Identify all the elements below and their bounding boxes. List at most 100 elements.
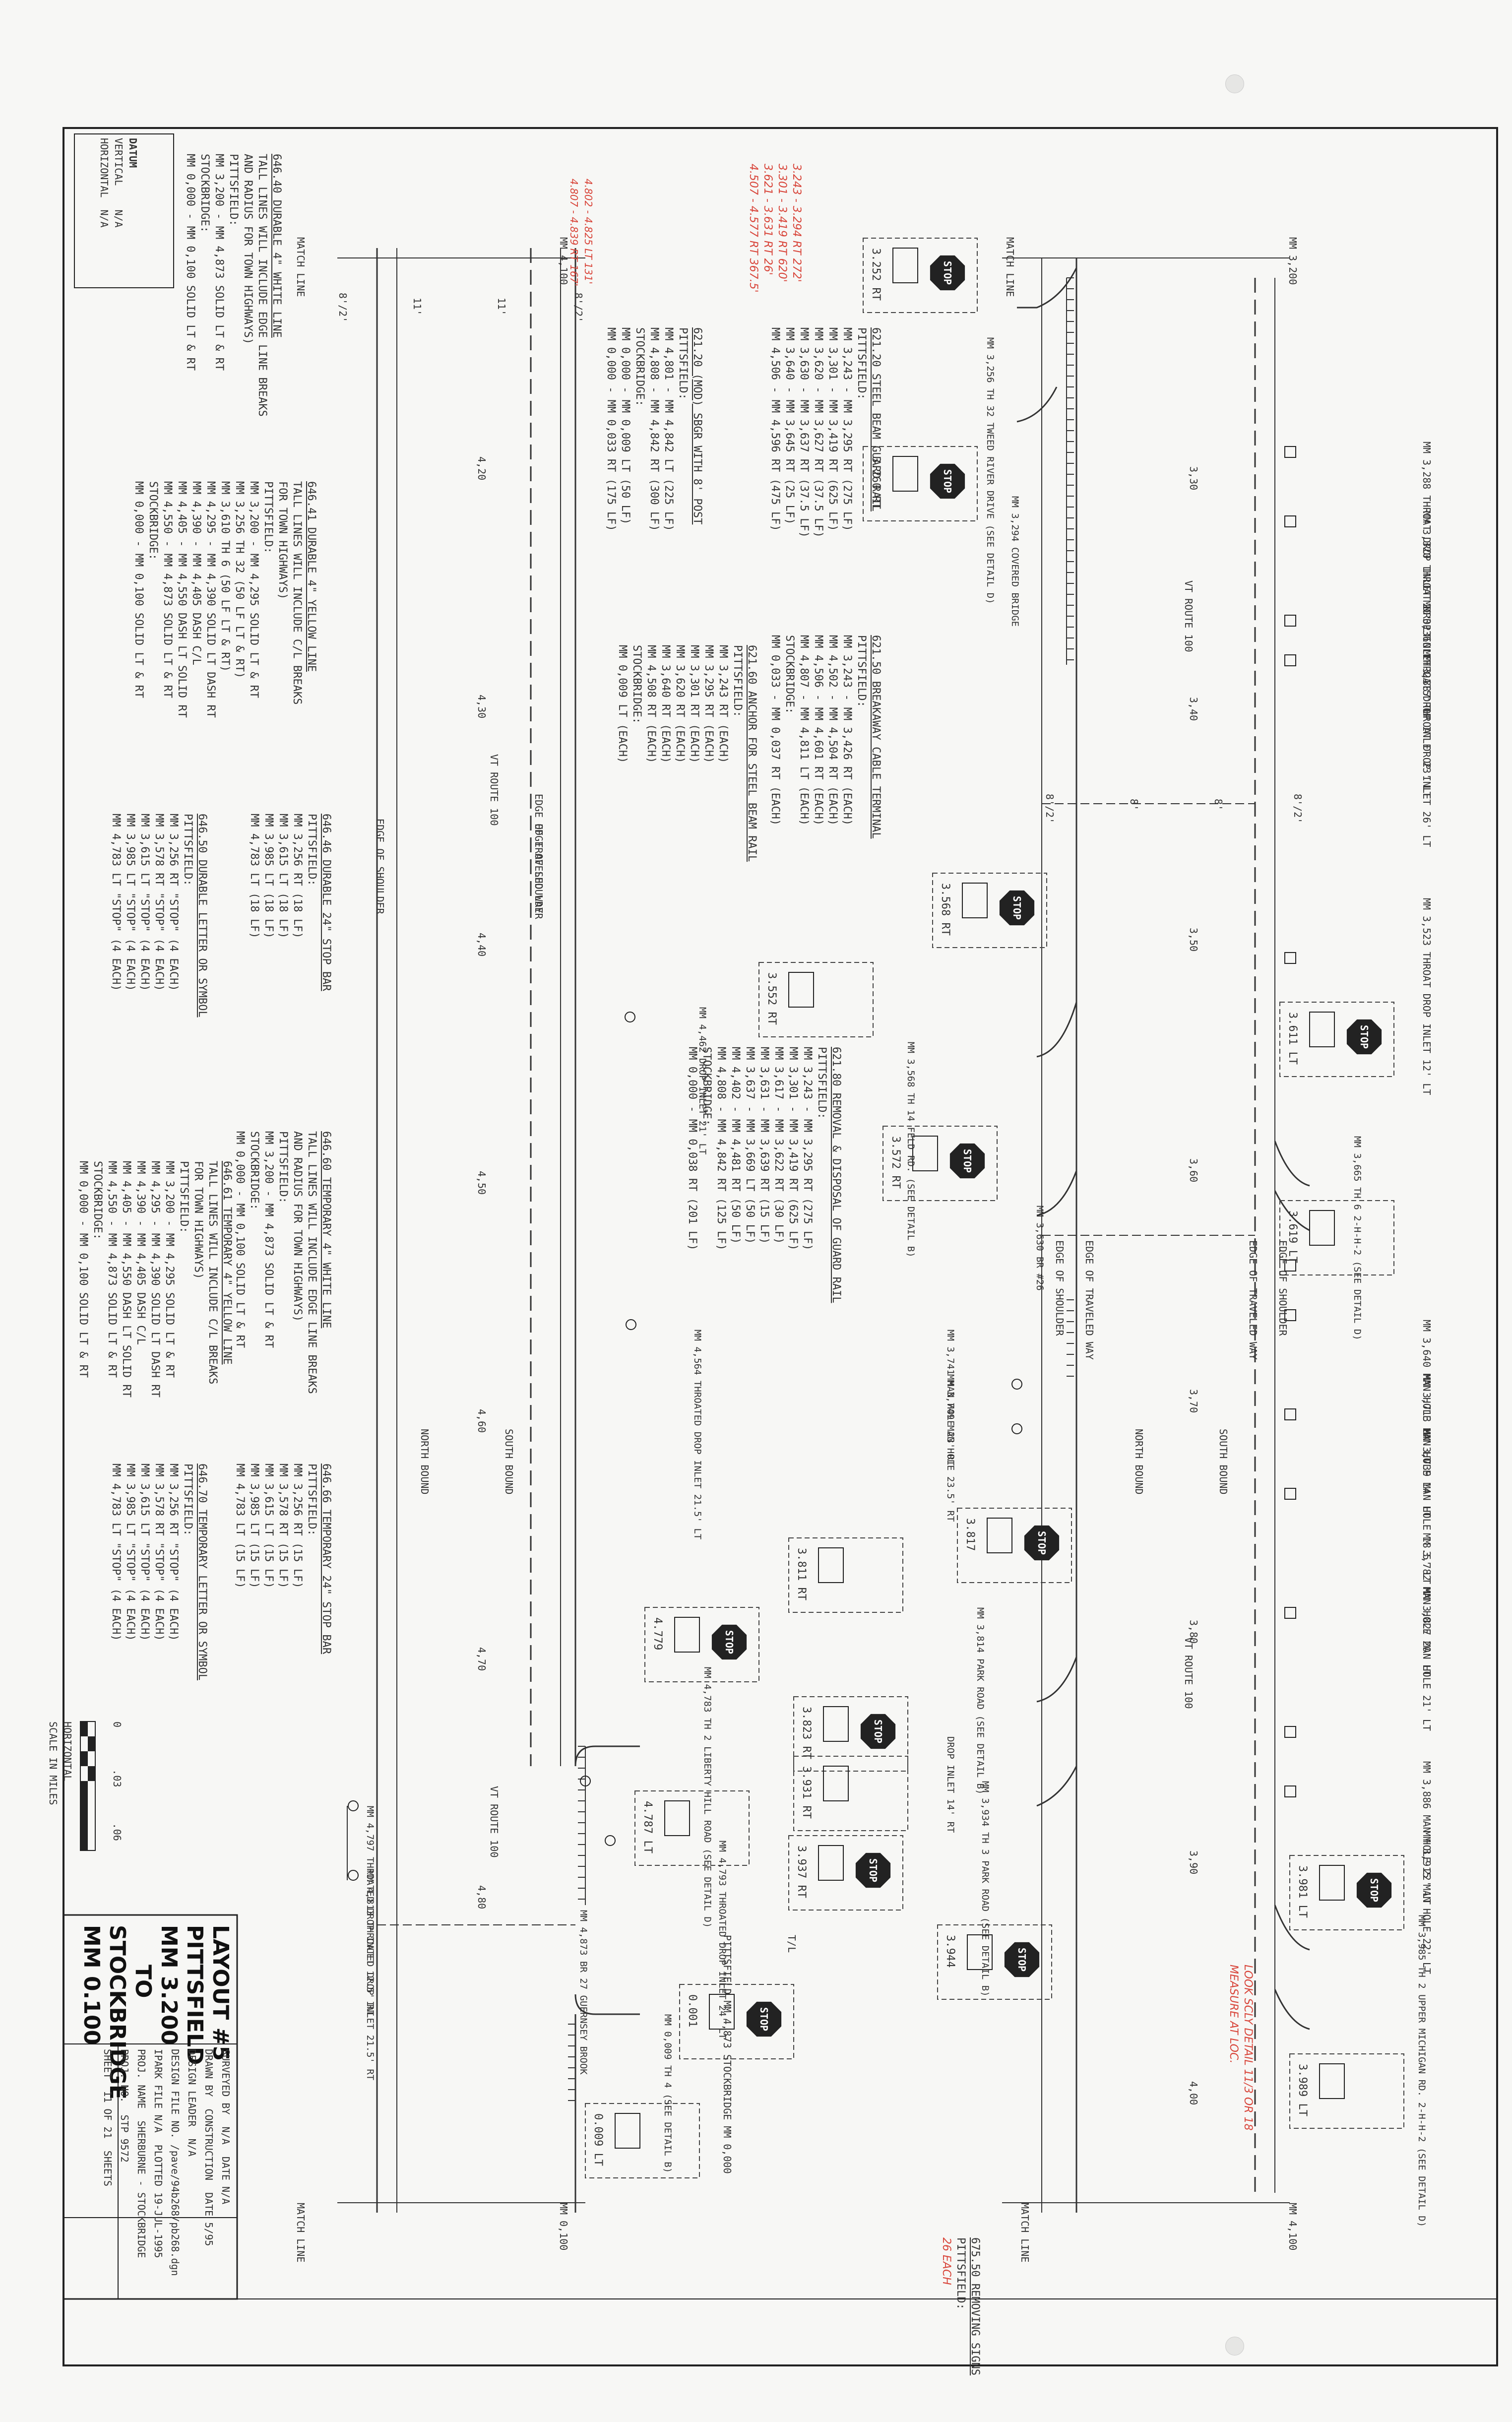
note-line: MM 3,578 RT "STOP" (4 EACH) — [153, 814, 165, 991]
note-line: MM 3,640 RT (EACH) — [659, 645, 672, 764]
note-line: PITTSFIELD: — [816, 1047, 828, 1119]
stop-sign-icon — [860, 1714, 896, 1749]
redline-text: 3.243 - 3.294 RT 272' — [790, 164, 803, 282]
sign-box — [1289, 2053, 1404, 2129]
sign-panel — [823, 1706, 849, 1742]
stop-sign-text: STOP — [1011, 896, 1023, 920]
datum-title: DATUM — [127, 138, 139, 168]
note-line: TALL LINES WILL INCLUDE C/L BREAKS — [291, 481, 303, 705]
stop-sign-icon — [930, 463, 965, 499]
milepost-label: 4,80 — [476, 1885, 488, 1910]
match-line-label-left-top: MATCH LINE — [295, 237, 307, 297]
milepost-label: 4,50 — [476, 1171, 488, 1195]
note-line: MM 4,508 RT (EACH) — [645, 645, 657, 764]
sign-panel — [1309, 1210, 1335, 1246]
milepost-label: 3,30 — [1188, 466, 1199, 491]
stop-sign-text: STOP — [942, 261, 953, 285]
note-line: MM 4,295 - MM 4,390 SOLID LT DASH RT — [204, 481, 217, 718]
note-line: MM 3,243 - MM 3,295 RT (275 LF) — [801, 1047, 814, 1251]
sign-tag-label: 3.552 RT — [765, 972, 778, 1025]
sign-box — [758, 962, 874, 1037]
note-line: MM 4,783 LT (15 LF) — [234, 1464, 246, 1589]
note-line: MM 4,807 - MM 4,811 LT (EACH) — [798, 635, 810, 826]
stop-sign-icon — [1356, 1872, 1392, 1908]
note-line: PITTSFIELD: — [277, 1131, 289, 1204]
title-block-frame — [63, 1914, 238, 2300]
side-road-label: MM 3,630 BR #26 — [1034, 1206, 1045, 1291]
match-line-label-right-bottom: MATCH LINE — [1019, 2203, 1031, 2263]
dim-label: 8'/2' — [1292, 794, 1304, 824]
tb-value: /pave/94b268/pb268.dgn — [169, 2144, 181, 2276]
note-line: MM 4,808 - MM 4,842 RT (125 LF) — [715, 1047, 727, 1251]
dim-label: 8'/2' — [337, 293, 349, 323]
note-line: AND RADIUS FOR TOWN HIGHWAYS) — [242, 154, 254, 345]
note-line: MM 0,000 - MM 0,033 RT (175 LF) — [605, 327, 617, 531]
sign-panel — [818, 1845, 844, 1881]
note-646-41: 646.41 DURABLE 4" YELLOW LINE TALL LINES… — [131, 481, 318, 718]
drop-inlet-label: MM 4,813 THROATED DROP INLET 21.5' RT — [365, 1870, 376, 2081]
sign-panel — [892, 456, 918, 492]
redline-detail-note: LOOK SCLY DETAIL 11/3 OR 18 MEASURE AT L… — [1226, 1965, 1255, 2131]
scale-ticks: 0 .03 .06 — [110, 1721, 124, 1841]
inlet-marker-icon — [1284, 1408, 1296, 1420]
sign-tag-label: 0.001 — [686, 1994, 698, 2028]
note-line: MM 3,630 - MM 3,637 RT (37.5 LF) — [798, 327, 810, 538]
drop-inlet-label: MM 4,793 THROATED DROP INLET 24' LT — [717, 1841, 728, 2040]
scale-tick: .03 — [111, 1769, 123, 1787]
milepost-label: 3,50 — [1188, 928, 1199, 952]
sign-tag-label: 3.260 RT — [870, 456, 882, 509]
datum-box — [74, 133, 174, 288]
south-bound-right: SOUTH BOUND — [1217, 1429, 1229, 1495]
tb-value: STP 9572 — [119, 2114, 130, 2163]
redline-guardrail: 3.243 - 3.294 RT 272' 3.301 - 3.419 RT 6… — [746, 164, 804, 293]
note-621-60: 621.60 ANCHOR FOR STEEL BEAM RAIL PITTSF… — [615, 645, 759, 862]
edge-shoulder-label-left: EDGE OF SHOULDER — [374, 819, 386, 914]
note-line: MM 3,243 - MM 3,295 RT (275 LF) — [841, 327, 853, 531]
side-road-label: MM 3,294 COVERED BRIDGE — [1009, 496, 1020, 627]
sign-panel — [1319, 1865, 1345, 1901]
note-title: 646.60 TEMPORARY 4" WHITE LINE — [320, 1131, 332, 1329]
note-line: MM 0,000 - MM 0,100 SOLID LT & RT — [132, 481, 145, 699]
stop-sign-text: STOP — [1036, 1531, 1048, 1555]
stop-sign-icon — [746, 2001, 782, 2037]
side-road-label: MM 4,873 BR 27 GUERNSEY BROOK — [578, 1910, 589, 2075]
scale-label: HORIZONTAL — [62, 1721, 73, 1782]
sign-panel — [892, 248, 918, 283]
inlet-marker-icon — [1284, 1726, 1296, 1738]
note-line: TALL LINES WILL INCLUDE EDGE LINE BREAKS — [256, 154, 268, 417]
note-line: MM 4,550 - MM 4,873 SOLID LT & RT — [106, 1161, 118, 1378]
sign-tag-label: 3.981 LT — [1296, 1865, 1309, 1918]
note-646-70: 646.70 TEMPORARY LETTER OR SYMBOL PITTSF… — [109, 1464, 209, 1680]
note-line: MM 4,502 - MM 4,504 RT (EACH) — [826, 635, 839, 826]
stop-sign-text: STOP — [942, 469, 953, 493]
sign-box — [585, 2103, 700, 2178]
scale-label: SCALE IN MILES — [47, 1721, 59, 1805]
note-646-66: 646.66 TEMPORARY 24" STOP BAR PITTSFIELD… — [233, 1464, 333, 1654]
datum-vertical-label: VERTICAL — [113, 138, 125, 186]
stop-sign-text: STOP — [1358, 1025, 1370, 1049]
note-line: MM 4,783 LT "STOP" (4 EACH) — [110, 1464, 122, 1641]
sign-panel — [987, 1518, 1012, 1553]
sign-tag-label: 3.989 LT — [1296, 2064, 1309, 2116]
note-line: MM 0,000 - MM 0,100 SOLID LT & RT — [234, 1131, 246, 1348]
sign-box: STOP — [793, 1696, 908, 1772]
side-road-label: MM 0,009 TH 4 (SEE DETAIL B) — [662, 2014, 673, 2173]
note-line: MM 4,801 - MM 4,842 LT (225 LF) — [662, 327, 675, 531]
mm-0100-label: MM 0,100 — [558, 2203, 569, 2251]
stop-sign-text: STOP — [1368, 1878, 1380, 1902]
stop-sign-icon — [855, 1852, 891, 1888]
sheet-border — [63, 127, 1498, 2366]
stop-sign-text: STOP — [1016, 1948, 1028, 1972]
milepost-label: 4,70 — [476, 1647, 488, 1671]
mm-3200-label: MM 3,200 — [1287, 237, 1299, 285]
tb-label: SHEETS — [102, 2150, 114, 2186]
note-line: STOCKBRIDGE: — [198, 154, 211, 233]
note-line: MM 3,985 LT "STOP" (4 EACH) — [124, 814, 136, 991]
stop-sign-text: STOP — [723, 1630, 735, 1654]
stop-sign-text: STOP — [758, 2007, 770, 2031]
note-line: MM 0,000 - MM 0,100 SOLID LT & RT — [77, 1161, 89, 1378]
sign-box — [793, 1756, 908, 1831]
sign-layer: STOP STOP STOP STOP STOP STOP STOP STOP STOP STOP… — [585, 238, 1404, 2178]
side-road-label: MM 3,665 TH 6 2-H-H-2 (SEE DETAIL D) — [1352, 1136, 1363, 1340]
redline-text: MEASURE AT LOC. — [1227, 1965, 1240, 2064]
